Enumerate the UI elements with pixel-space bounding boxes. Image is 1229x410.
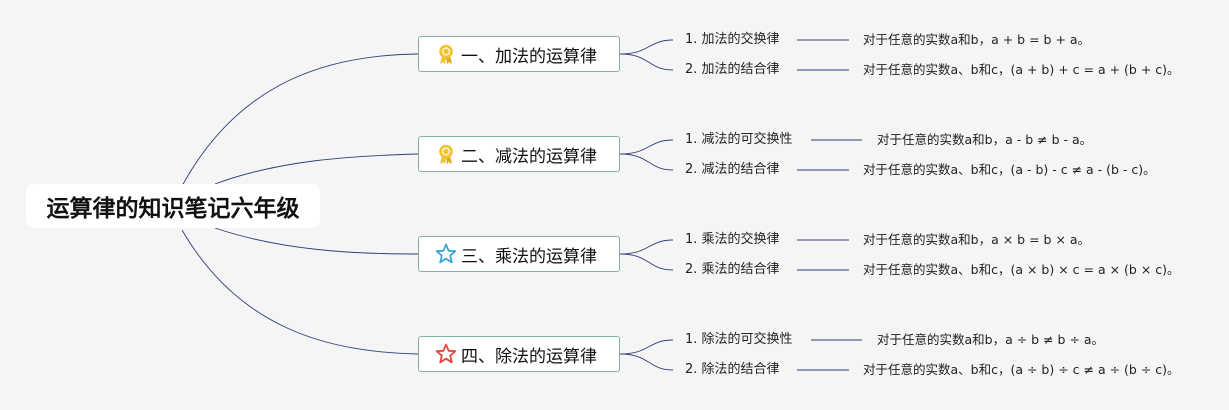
connector-t1-item2 [619,53,674,71]
topic-node-multiplication[interactable]: 三、乘法的运算律 [418,236,620,272]
subtopic-description[interactable]: 对于任意的实数a和b，a + b = b + a。 [863,32,1091,47]
connector-t4-item1 [619,339,674,355]
subtopic-node[interactable]: 2. 除法的结合律 [685,362,780,377]
topic-label: 一、加法的运算律 [461,46,597,67]
topic-label: 三、乘法的运算律 [461,246,597,267]
star-outline-icon [435,243,457,265]
root-node[interactable]: 运算律的知识笔记六年级 [26,184,320,228]
topic-label: 二、减法的运算律 [461,146,597,167]
subtopic-node[interactable]: 2. 乘法的结合律 [685,262,780,277]
connector-root-topic-2 [214,153,419,185]
connector-t3-item1 [619,239,674,255]
subtopic-node[interactable]: 1. 加法的交换律 [685,32,780,47]
connector-root-topic-3 [214,227,419,255]
subtopic-node[interactable]: 1. 除法的可交换性 [685,332,793,347]
root-label: 运算律的知识笔记六年级 [46,196,300,222]
subtopic-description[interactable]: 对于任意的实数a、b和c，(a × b) × c = a × (b × c)。 [863,262,1180,277]
connector-t2-item1 [619,139,674,155]
subtopic-description[interactable]: 对于任意的实数a、b和c，(a + b) + c = a + (b + c)。 [863,62,1180,77]
topic-label: 四、除法的运算律 [461,346,597,367]
topic-node-addition[interactable]: 一、加法的运算律 [418,36,620,72]
subtopic-description[interactable]: 对于任意的实数a和b，a × b = b × a。 [863,232,1091,247]
subtopic-node[interactable]: 1. 乘法的交换律 [685,232,780,247]
subtopic-node[interactable]: 1. 减法的可交换性 [685,132,793,147]
subtopic-description[interactable]: 对于任意的实数a、b和c，(a ÷ b) ÷ c ≠ a ÷ (b ÷ c)。 [863,362,1180,377]
subtopic-description[interactable]: 对于任意的实数a、b和c，(a - b) - c ≠ a - (b - c)。 [863,162,1156,177]
connector-t1-item1 [619,39,674,55]
connector-root-topic-1 [181,53,419,187]
connector-t4-item2 [619,353,674,371]
connector-t2-item2 [619,153,674,171]
subtopic-node[interactable]: 2. 减法的结合律 [685,162,780,177]
subtopic-description[interactable]: 对于任意的实数a和b，a - b ≠ b - a。 [877,132,1093,147]
topic-node-division[interactable]: 四、除法的运算律 [418,336,620,372]
topic-node-subtraction[interactable]: 二、减法的运算律 [418,136,620,172]
subtopic-node[interactable]: 2. 加法的结合律 [685,62,780,77]
connector-t3-item2 [619,253,674,271]
star-outline-icon [435,343,457,365]
award-ribbon-icon [435,43,457,65]
connector-root-topic-4 [181,229,419,355]
award-ribbon-icon [435,143,457,165]
subtopic-description[interactable]: 对于任意的实数a和b，a ÷ b ≠ b ÷ a。 [877,332,1105,347]
